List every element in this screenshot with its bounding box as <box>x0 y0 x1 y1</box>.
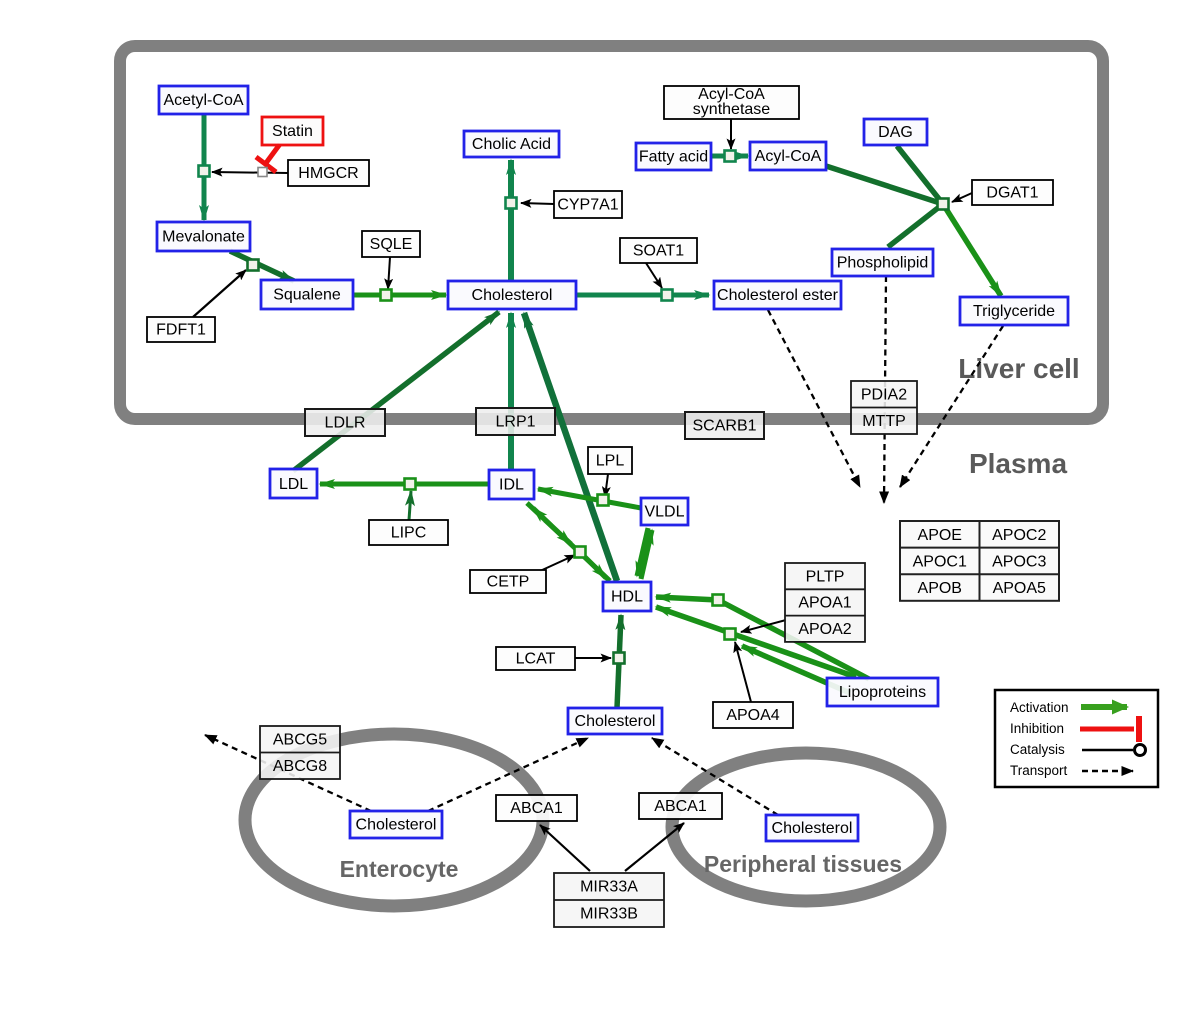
svg-text:ABCA1: ABCA1 <box>654 798 707 815</box>
svg-text:Activation: Activation <box>1010 700 1069 715</box>
svg-text:Cholic Acid: Cholic Acid <box>472 136 551 153</box>
svg-text:DAG: DAG <box>878 124 913 141</box>
svg-text:SOAT1: SOAT1 <box>633 243 684 260</box>
svg-text:Liver cell: Liver cell <box>958 353 1079 384</box>
svg-text:LDL: LDL <box>279 476 308 493</box>
svg-text:Cholesterol: Cholesterol <box>472 287 553 304</box>
svg-text:Cholesterol ester: Cholesterol ester <box>717 287 839 304</box>
svg-text:Cholesterol: Cholesterol <box>772 820 853 837</box>
svg-text:APOE: APOE <box>918 527 962 544</box>
svg-text:LCAT: LCAT <box>516 651 556 668</box>
svg-text:HDL: HDL <box>611 589 643 606</box>
svg-text:Catalysis: Catalysis <box>1010 742 1065 757</box>
svg-text:Lipoproteins: Lipoproteins <box>839 684 926 701</box>
svg-text:Plasma: Plasma <box>969 448 1067 479</box>
svg-text:PLTP: PLTP <box>806 568 845 585</box>
svg-text:APOC3: APOC3 <box>992 553 1046 570</box>
svg-text:Peripheral tissues: Peripheral tissues <box>704 851 902 877</box>
svg-text:APOC1: APOC1 <box>913 553 967 570</box>
svg-text:VLDL: VLDL <box>644 504 684 521</box>
svg-text:ABCG8: ABCG8 <box>273 758 327 775</box>
svg-text:synthetase: synthetase <box>693 101 770 118</box>
svg-text:Cholesterol: Cholesterol <box>575 713 656 730</box>
svg-text:Phospholipid: Phospholipid <box>837 255 929 272</box>
svg-text:HMGCR: HMGCR <box>298 165 358 182</box>
svg-text:APOA4: APOA4 <box>726 707 779 724</box>
svg-text:LDLR: LDLR <box>325 415 366 432</box>
svg-text:Acyl-CoA: Acyl-CoA <box>755 148 822 165</box>
svg-text:APOA1: APOA1 <box>798 595 851 612</box>
svg-text:Acetyl-CoA: Acetyl-CoA <box>163 92 243 109</box>
svg-text:SCARB1: SCARB1 <box>692 418 756 435</box>
svg-text:Squalene: Squalene <box>273 287 341 304</box>
svg-text:APOA5: APOA5 <box>993 580 1046 597</box>
svg-text:LRP1: LRP1 <box>495 414 535 431</box>
svg-text:ABCA1: ABCA1 <box>510 800 563 817</box>
svg-text:Fatty acid: Fatty acid <box>639 149 708 166</box>
svg-text:Triglyceride: Triglyceride <box>973 303 1055 320</box>
svg-text:MIR33A: MIR33A <box>580 879 638 896</box>
svg-text:APOB: APOB <box>918 580 962 597</box>
svg-text:CETP: CETP <box>487 574 530 591</box>
svg-text:IDL: IDL <box>499 477 524 494</box>
svg-text:FDFT1: FDFT1 <box>156 322 206 339</box>
svg-text:APOC2: APOC2 <box>992 527 1046 544</box>
svg-text:SQLE: SQLE <box>370 236 413 253</box>
svg-text:Enterocyte: Enterocyte <box>340 856 459 882</box>
svg-text:LPL: LPL <box>596 453 625 470</box>
svg-text:Transport: Transport <box>1010 763 1068 778</box>
svg-text:PDIA2: PDIA2 <box>861 386 907 403</box>
svg-text:LIPC: LIPC <box>391 525 427 542</box>
svg-text:MIR33B: MIR33B <box>580 906 638 923</box>
svg-text:CYP7A1: CYP7A1 <box>557 197 618 214</box>
svg-text:Acyl-CoA: Acyl-CoA <box>698 86 765 103</box>
svg-text:Inhibition: Inhibition <box>1010 721 1064 736</box>
svg-text:DGAT1: DGAT1 <box>986 185 1038 202</box>
svg-text:Cholesterol: Cholesterol <box>356 817 437 834</box>
svg-text:MTTP: MTTP <box>862 413 906 430</box>
svg-text:Statin: Statin <box>272 123 313 140</box>
svg-text:APOA2: APOA2 <box>798 621 851 638</box>
svg-text:ABCG5: ABCG5 <box>273 731 327 748</box>
svg-text:Mevalonate: Mevalonate <box>162 229 245 246</box>
